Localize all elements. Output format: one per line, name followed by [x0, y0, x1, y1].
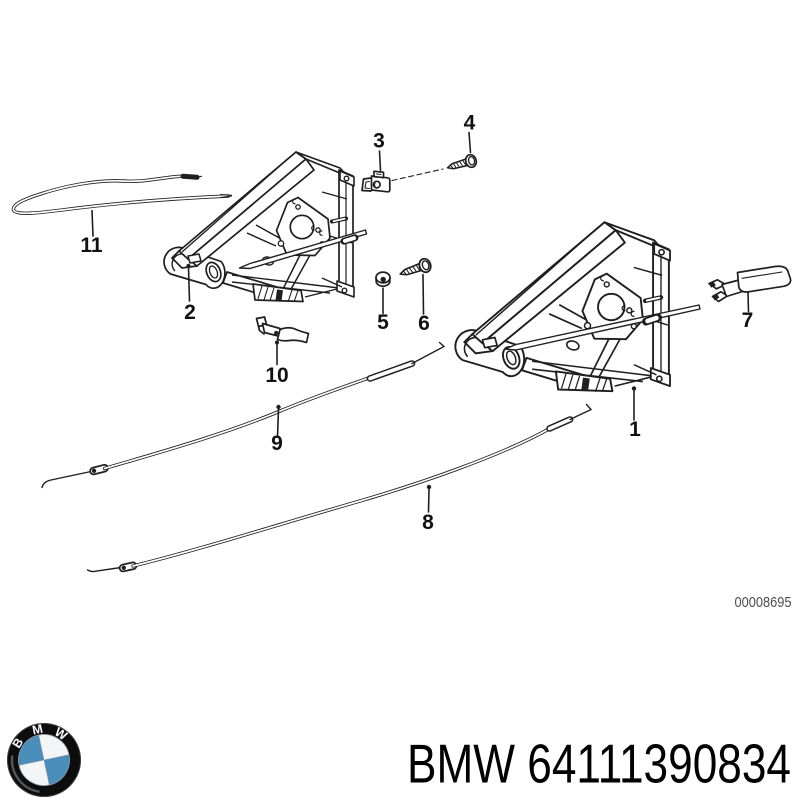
- bmw-logo: B M W: [7, 722, 81, 797]
- callout-11: 11: [80, 209, 103, 257]
- part-cable-9: [41, 341, 446, 489]
- callout-9: 9: [271, 404, 283, 455]
- callout-4: 4: [464, 112, 476, 154]
- callout-label-4: 4: [464, 112, 476, 135]
- callout-label-6: 6: [418, 312, 430, 335]
- part-nut-5: [375, 271, 391, 287]
- part-screw-4: [391, 152, 479, 182]
- part-number-label: BMW 64111390834: [407, 733, 791, 795]
- part-cable-11: [11, 173, 233, 215]
- callout-label-2: 2: [184, 301, 196, 324]
- callout-6: 6: [418, 273, 430, 335]
- callout-5: 5: [377, 287, 389, 334]
- callout-label-1: 1: [629, 418, 641, 441]
- callout-7: 7: [742, 291, 754, 332]
- logo-quadrant-blue-tl: [18, 734, 45, 766]
- callout-8: 8: [422, 484, 434, 534]
- callout-label-8: 8: [422, 511, 434, 534]
- part-clip-3: [361, 170, 391, 193]
- part-clamp-10: [255, 316, 310, 345]
- callout-10: 10: [265, 343, 289, 387]
- callout-label-3: 3: [373, 130, 385, 153]
- logo-quadrant-blue-br: [43, 754, 70, 786]
- callout-2: 2: [184, 263, 196, 324]
- callout-1: 1: [629, 386, 641, 441]
- part-lever-7: [708, 265, 792, 303]
- callout-label-7: 7: [742, 309, 754, 332]
- part-bracket-2: [162, 150, 368, 304]
- callout-3: 3: [373, 130, 385, 172]
- part-screw-6: [397, 256, 434, 282]
- callout-label-10: 10: [265, 364, 288, 387]
- drawing-number: 00008695: [735, 594, 792, 611]
- logo-letter-m: M: [31, 722, 44, 738]
- callout-label-11: 11: [80, 234, 103, 257]
- part-cable-8: [86, 403, 593, 573]
- callouts: 1 2 3 4 5 6 7 8: [80, 112, 753, 535]
- actuating-rod: [238, 229, 368, 270]
- cable-end-ferrule: [180, 173, 200, 180]
- part-bracket-1: [455, 222, 701, 392]
- callout-label-5: 5: [377, 311, 389, 334]
- callout-label-9: 9: [271, 432, 283, 455]
